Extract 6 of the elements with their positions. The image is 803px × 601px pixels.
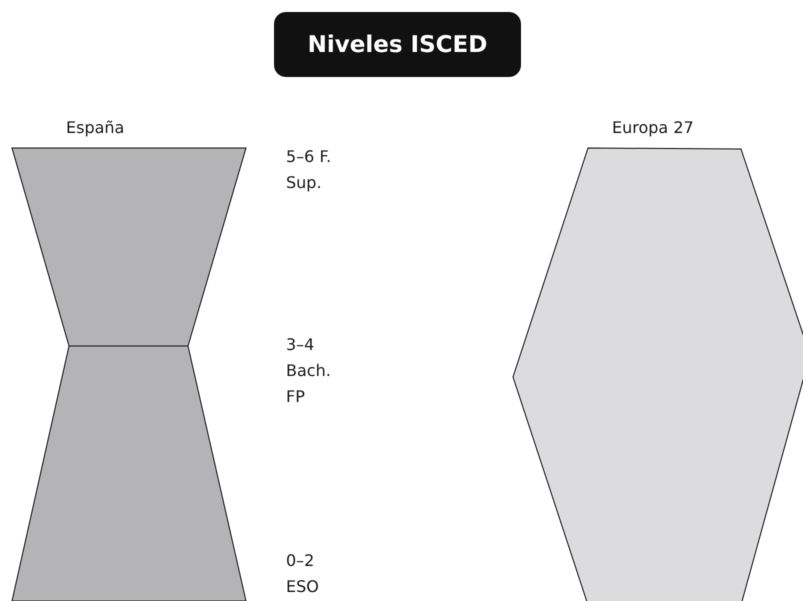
level-label: 0–2 ESO: [286, 550, 320, 598]
shape-heading: España: [66, 118, 124, 137]
level-label: 5–6 F. Sup.: [286, 146, 332, 194]
shape-heading: Europa 27: [612, 118, 694, 137]
level-label: 3–4 Bach. FP: [286, 334, 332, 408]
title-banner: Niveles ISCED: [274, 12, 521, 77]
